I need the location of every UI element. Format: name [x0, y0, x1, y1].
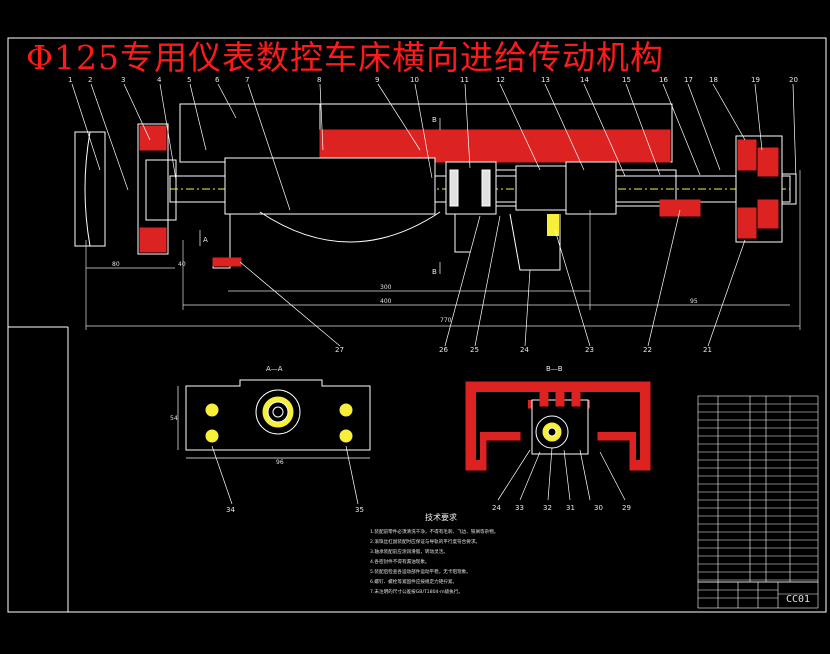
dimension-lines: [85, 170, 801, 330]
part-number: 34: [226, 506, 235, 514]
part-number: 31: [566, 504, 575, 512]
part-numbers-top: 1 2 3 4 5 6 7 8 9 10 11 12 13 14 15 16 1…: [68, 76, 798, 84]
svg-text:40: 40: [178, 261, 186, 268]
title-block: [697, 581, 819, 609]
note-item: 6.螺钉、螺栓等紧固件应按规定力矩拧紧。: [370, 578, 457, 585]
part-number: 19: [751, 76, 760, 84]
part-number: 3: [121, 76, 125, 84]
part-number: 24: [520, 346, 529, 354]
notes-title: 技术要求: [425, 512, 457, 522]
part-number: 25: [470, 346, 479, 354]
part-number: 30: [594, 504, 603, 512]
section-a-label: A—A: [266, 365, 283, 373]
part-number: 29: [622, 504, 631, 512]
part-number: 27: [335, 346, 344, 354]
part-number: 18: [709, 76, 718, 84]
part-number: 4: [157, 76, 162, 84]
part-number: 6: [215, 76, 220, 84]
note-item: 3.轴承装配前应涂润滑脂，转动灵活。: [370, 548, 448, 555]
sheet-code: CC01: [786, 594, 811, 605]
note-item: 4.各密封件不得有漏油现象。: [370, 558, 430, 565]
part-number: 14: [580, 76, 589, 84]
part-number: 23: [585, 346, 594, 354]
saddle-body: [212, 211, 561, 271]
dimension-values: 80 40 300 400 95 770: [112, 261, 698, 324]
right-bearing-housing: [659, 135, 797, 243]
part-number: 21: [703, 346, 712, 354]
drawing-title: Φ125专用仪表数控车床横向进给传动机构: [26, 38, 665, 77]
note-item: 1.装配前零件必须清洗干净，不得有毛刺、飞边、铁屑等杂物。: [370, 528, 498, 535]
section-a-view: [177, 379, 371, 505]
section-marker-a: A: [203, 236, 208, 244]
part-number: 20: [789, 76, 798, 84]
part-number: 1: [68, 76, 72, 84]
part-number: 2: [88, 76, 92, 84]
part-number: 33: [515, 504, 524, 512]
part-number: 9: [375, 76, 379, 84]
section-b-view: [465, 381, 651, 501]
part-number: 10: [410, 76, 419, 84]
dimension-value: 54: [170, 415, 178, 422]
section-markers: B B A: [199, 116, 441, 276]
screw-nut: [445, 161, 677, 215]
part-number: 22: [643, 346, 652, 354]
part-number: 11: [460, 76, 469, 84]
note-item: 7.未注明的尺寸公差按GB/T1804-m级执行。: [370, 588, 463, 595]
parts-list-table: [697, 395, 819, 583]
part-number: 12: [496, 76, 505, 84]
part-number: 5: [187, 76, 191, 84]
svg-text:95: 95: [690, 298, 698, 305]
part-number: 13: [541, 76, 550, 84]
ball-screw-shaft: [169, 103, 791, 215]
note-item: 2.滚珠丝杠副装配时应保证与导轨的平行度符合要求。: [370, 538, 480, 545]
svg-text:770: 770: [440, 317, 452, 324]
part-number: 32: [543, 504, 552, 512]
part-number: 15: [622, 76, 631, 84]
part-number: 7: [245, 76, 249, 84]
svg-text:80: 80: [112, 261, 120, 268]
part-number: 8: [317, 76, 321, 84]
drawing-border: [7, 37, 827, 613]
left-handwheel: [74, 123, 177, 255]
part-number: 26: [439, 346, 448, 354]
part-number: 24: [492, 504, 501, 512]
section-marker-b: B: [432, 116, 437, 124]
part-numbers-bottom: 27 26 25 24 23 22 21: [335, 346, 712, 354]
notes-list: 1.装配前零件必须清洗干净，不得有毛刺、飞边、铁屑等杂物。 2.滚珠丝杠副装配时…: [370, 528, 498, 595]
svg-text:300: 300: [380, 284, 392, 291]
part-number: 35: [355, 506, 364, 514]
part-number: 16: [659, 76, 668, 84]
leader-lines-bottom: [239, 209, 746, 347]
svg-text:400: 400: [380, 298, 392, 305]
dimension-value: 96: [276, 459, 284, 466]
section-b-label: B—B: [546, 365, 563, 373]
part-number: 17: [684, 76, 693, 84]
note-item: 5.装配后检查各运动部件运动平稳，无卡阻现象。: [370, 568, 471, 575]
leader-lines-top: [71, 83, 797, 211]
section-marker-b: B: [432, 268, 437, 276]
